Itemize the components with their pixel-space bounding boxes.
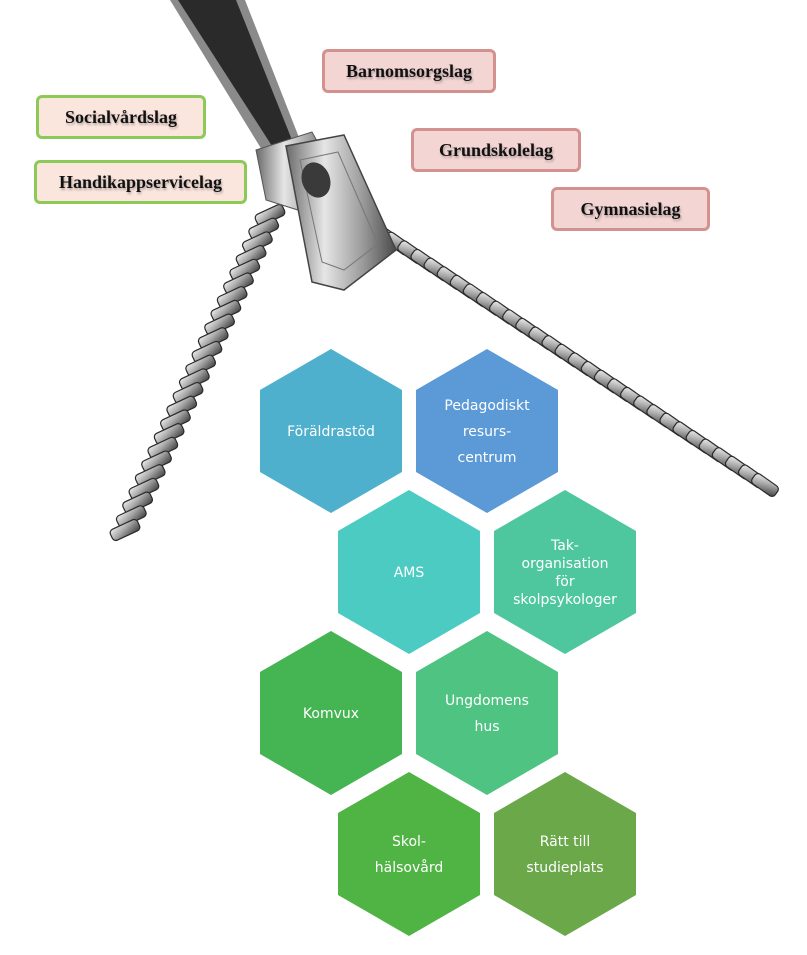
hexagon-label: Föräldrastöd	[287, 424, 375, 440]
hexagon-label: organisation	[522, 556, 609, 572]
team-label-socialvardslag: Socialvårdslag	[36, 95, 206, 139]
hexagon-label: Skol-	[392, 834, 426, 850]
zipper-tooth	[751, 473, 779, 497]
hexagon: Ungdomens hus	[416, 631, 558, 795]
hexagon: Tak-organisation för skolpsykologer	[494, 490, 636, 654]
hexagon-label: Pedagodiskt	[444, 398, 530, 414]
hexagon-shape	[494, 772, 636, 936]
hexagon-shape	[260, 631, 402, 795]
hexagon-shape	[416, 349, 558, 513]
team-label-grundskolelag: Grundskolelag	[411, 128, 581, 172]
zipper-tooth	[109, 518, 141, 542]
hexagon-shape	[260, 349, 402, 513]
zipper-closed-strip	[170, 0, 300, 150]
hexagon-shape	[494, 490, 636, 654]
zipper-left-teeth	[109, 203, 286, 542]
hexagon-label: resurs-	[463, 424, 511, 440]
hexagon-shape	[416, 631, 558, 795]
team-label-gymnasielag: Gymnasielag	[551, 187, 710, 231]
hexagon-shape	[338, 490, 480, 654]
hexagon-label: AMS	[394, 565, 425, 581]
hexagon-shape	[338, 772, 480, 936]
hexagon-label: Komvux	[303, 706, 359, 722]
hexagon: AMS	[338, 490, 480, 654]
zipper-slider	[255, 131, 397, 291]
hexagon: Komvux	[260, 631, 402, 795]
hexagon-label: studieplats	[526, 860, 603, 876]
hexagon-label: hälsovård	[375, 859, 443, 876]
hexagon-label: för	[555, 574, 574, 590]
zipper-illustration	[109, 0, 779, 542]
hexagon: Skol-hälsovård	[338, 772, 480, 936]
hexagon-label: skolpsykologer	[513, 592, 617, 608]
hexagon: Rätt till studieplats	[494, 772, 636, 936]
team-label-handikappservicelag: Handikappservicelag	[34, 160, 247, 204]
hexagon-label: Rätt till	[540, 834, 591, 850]
hexagon: Föräldrastöd	[260, 349, 402, 513]
hexagon-label: Ungdomens	[445, 693, 529, 709]
zipper-right-teeth	[371, 223, 779, 497]
hexagon-label: Tak-	[550, 538, 579, 554]
hexagon-label: hus	[474, 719, 499, 735]
hexagon-label: centrum	[458, 450, 517, 466]
hexagon: Pedagodiskt resurs-centrum	[416, 349, 558, 513]
team-label-barnomsorgslag: Barnomsorgslag	[322, 49, 496, 93]
